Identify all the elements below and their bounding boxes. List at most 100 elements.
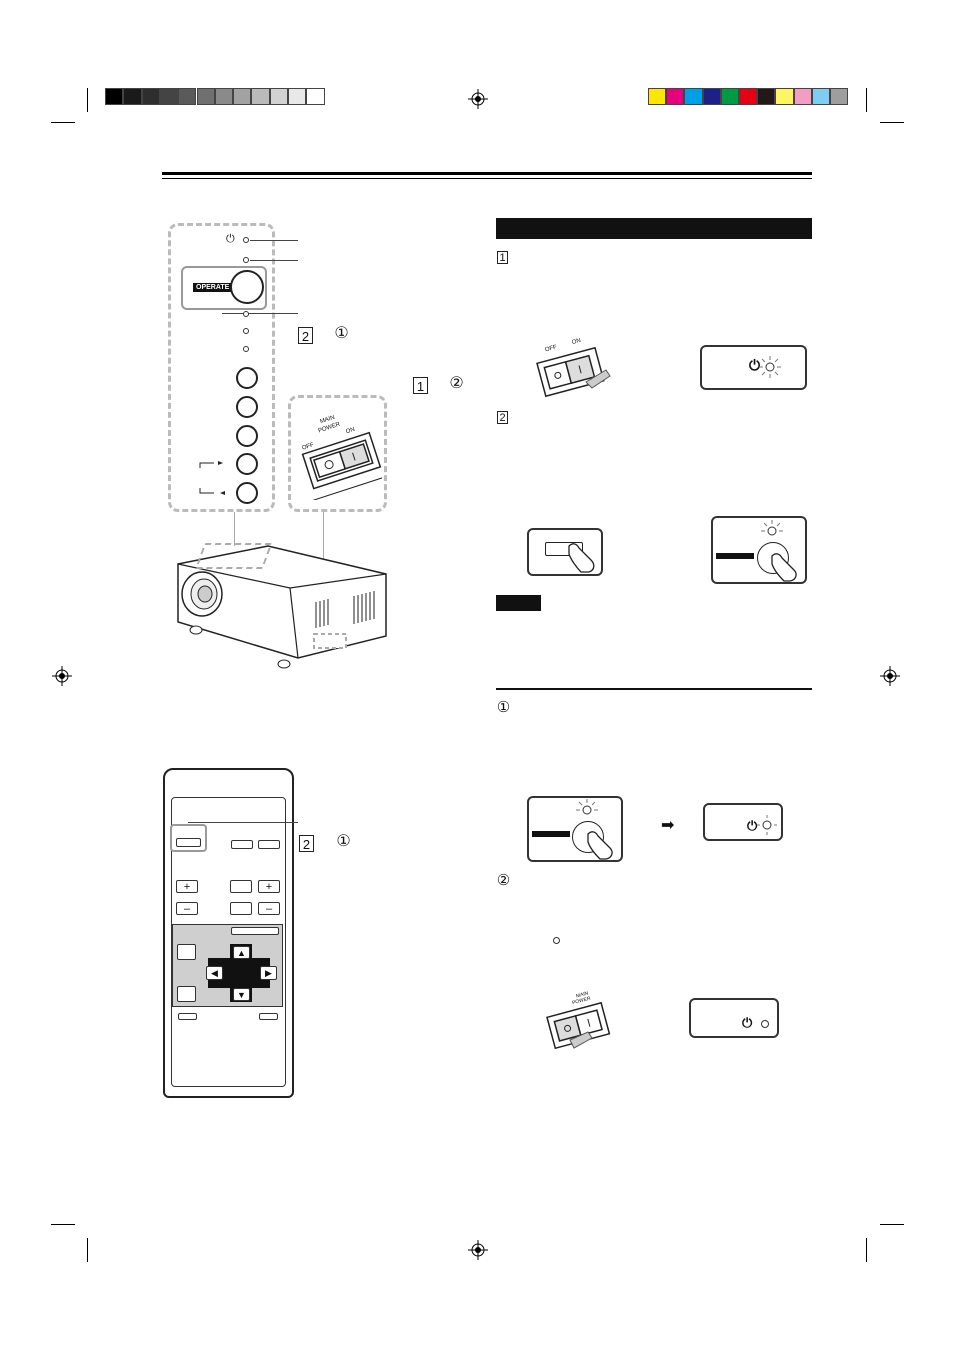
standby-power-icon: ⏻ [747,818,758,833]
main-power-switch-press-illustration [536,346,611,398]
finger-press-icon [568,543,595,573]
blinking-led-icon [576,799,598,815]
remote-button[interactable] [177,986,196,1002]
crop-mark [87,1238,88,1262]
indicator-led [243,346,249,352]
step-2-callout: 2 [299,835,314,852]
grayscale-swatch [105,88,124,105]
step-2-marker: 2 [497,411,508,424]
color-swatch [757,88,776,105]
section-header-bar [496,218,812,239]
leader-line [222,313,298,314]
header-rule-thin [162,178,812,179]
color-swatch [702,88,721,105]
crop-mark [866,88,867,112]
remote-inner-panel [171,797,286,1087]
leader-line [250,240,298,241]
remote-plus-button[interactable]: + [176,880,198,893]
sub-step-2-marker: ② [496,872,511,889]
crop-mark [880,122,904,123]
remote-button[interactable] [230,880,252,893]
grayscale-swatch [123,88,142,105]
color-swatch [739,88,758,105]
panel-button-up[interactable] [236,453,258,475]
remote-button[interactable] [231,927,279,935]
sub-step-1-callout: ① [336,833,351,850]
grayscale-swatch [269,88,288,105]
remote-button[interactable] [230,902,252,915]
operate-button-outline [572,821,604,853]
crop-mark [880,1224,904,1225]
standby-indicator-panel [689,998,779,1038]
operate-label-bar [716,553,754,559]
step-1-callout: 1 [413,377,428,394]
blinking-led-icon [761,520,783,536]
color-swatch [775,88,794,105]
crop-mark [866,1238,867,1262]
panel-button-1[interactable] [236,367,258,389]
remote-button[interactable] [177,944,196,960]
registration-target-icon [880,666,900,686]
grayscale-swatch [306,88,325,105]
operate-button-outline [757,542,789,574]
operate-highlight-frame [181,266,267,310]
crop-mark [87,88,88,112]
color-swatch [830,88,849,105]
panel-button-down[interactable] [236,482,258,504]
standby-power-icon: ⏻ [226,233,235,245]
color-swatch [720,88,739,105]
bracket-arrow-icon [199,461,225,495]
remote-button[interactable] [259,1013,278,1020]
panel-button-2[interactable] [236,396,258,418]
operate-button[interactable] [230,270,264,304]
step-2-callout: 2 [298,327,313,344]
remote-button[interactable] [178,1013,197,1020]
remote-highlight-frame [170,824,207,852]
grayscale-swatch [196,88,215,105]
crop-mark [51,122,75,123]
standby-power-icon: ⏻ [749,357,761,373]
main-power-dashed-outline [288,395,387,512]
grayscale-swatch [141,88,160,105]
remote-plus-button[interactable]: + [258,880,280,893]
color-swatch [666,88,685,105]
grayscale-swatch [288,88,307,105]
color-swatch [648,88,667,105]
finger-press-icon [771,553,797,582]
blinking-led-icon [759,356,781,378]
leader-line [234,512,235,546]
projector-illustration [177,543,387,669]
grayscale-swatch [159,88,179,105]
grayscale-swatch [214,88,234,105]
crop-mark [51,1224,75,1225]
registration-target-icon [52,666,72,686]
remote-minus-button[interactable]: – [258,902,280,915]
color-swatch [811,88,830,105]
standby-indicator-panel [703,803,783,841]
header-rule [162,172,812,175]
dpad-up-button[interactable]: ▲ [233,946,250,959]
finger-press-icon [587,831,613,860]
color-swatch [793,88,812,105]
section-rule [496,688,812,690]
grayscale-swatch [178,88,197,105]
indicator-led [243,328,249,334]
control-panel-dashed-outline [168,223,275,512]
sub-step-2-callout: ② [449,375,464,392]
dpad-left-button[interactable]: ◀ [206,966,223,980]
registration-target-icon [468,89,488,109]
panel-button-3[interactable] [236,425,258,447]
remote-button[interactable] [231,840,253,849]
remote-minus-button[interactable]: – [176,902,198,915]
remote-button[interactable] [258,840,280,849]
main-power-switch-illustration [301,431,382,500]
dpad-right-button[interactable]: ▶ [260,966,277,980]
remote-operate-button[interactable] [176,838,201,847]
leader-line [188,822,298,823]
operate-label-bar [532,831,570,837]
operate-indicator [243,257,249,263]
operate-label: OPERATE [193,283,233,292]
standby-led-off [761,1020,769,1028]
indicator-led-inline [553,937,560,944]
dpad-down-button[interactable]: ▼ [233,988,250,1001]
